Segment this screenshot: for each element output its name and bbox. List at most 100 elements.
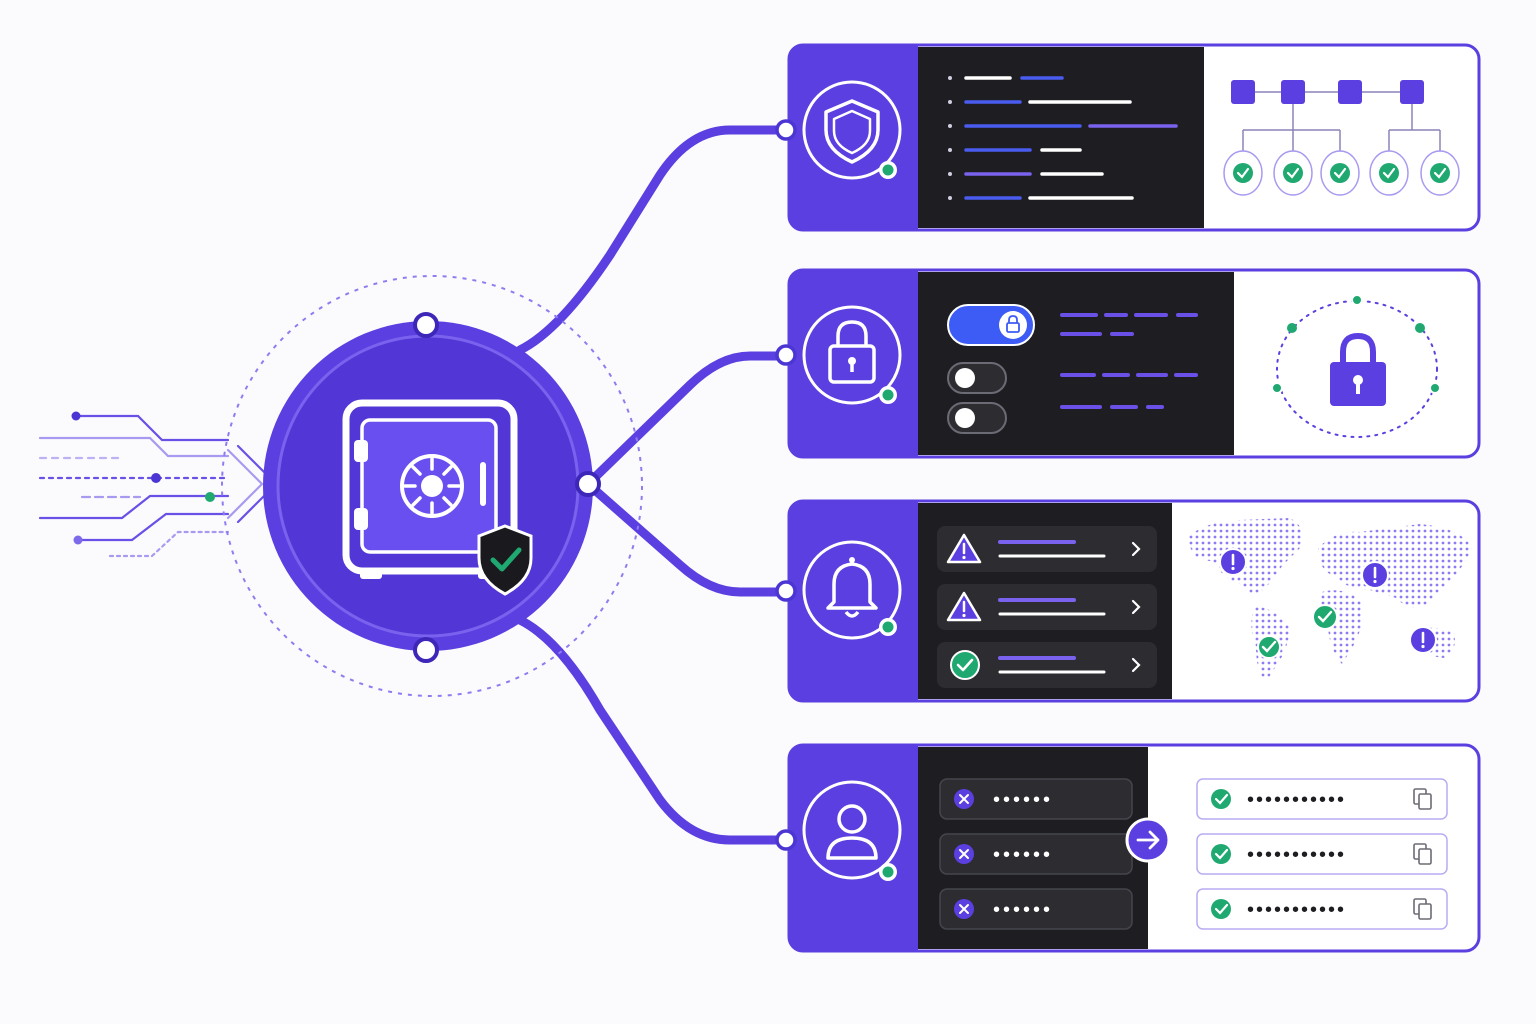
bell-icon xyxy=(826,557,878,618)
input-data-streams xyxy=(38,414,278,558)
masked-value: •••••• xyxy=(993,899,1053,921)
icon-ring xyxy=(802,780,902,880)
alert-row[interactable] xyxy=(937,584,1157,630)
check-circle-icon xyxy=(950,650,980,680)
toggle-off[interactable] xyxy=(947,402,1007,434)
tree-node xyxy=(1338,80,1362,104)
check-circle-icon xyxy=(1211,789,1231,809)
stream-line xyxy=(76,414,230,442)
masked-secret-field[interactable]: •••••• xyxy=(939,888,1133,930)
secured-lock-diagram xyxy=(1271,294,1441,438)
vaulted-secret-field[interactable]: ••••••••••• xyxy=(1196,778,1448,820)
card-icon-panel xyxy=(789,501,918,701)
shield-icon xyxy=(824,99,880,164)
hub-node-bottom xyxy=(413,637,439,663)
hub-node-right xyxy=(575,471,601,497)
warning-triangle-icon xyxy=(946,533,982,564)
copy-icon[interactable] xyxy=(1413,898,1432,920)
copy-icon[interactable] xyxy=(1413,788,1432,810)
masked-value: •••••• xyxy=(993,789,1053,811)
warning-triangle-icon xyxy=(946,591,982,622)
vaulted-secret-field[interactable]: ••••••••••• xyxy=(1196,888,1448,930)
connector-alerts xyxy=(583,479,789,597)
chevron-right-icon xyxy=(1131,657,1141,673)
status-dot xyxy=(882,866,894,878)
check-circle-icon xyxy=(1211,899,1231,919)
shield-check-icon xyxy=(477,524,533,596)
vaulted-secret-field[interactable]: ••••••••••• xyxy=(1196,833,1448,875)
icon-ring xyxy=(802,540,902,640)
card-policy[interactable] xyxy=(775,43,1481,232)
stream-chevron xyxy=(226,448,264,520)
toggle-on[interactable] xyxy=(947,304,1035,346)
status-dot xyxy=(882,389,894,401)
user-icon xyxy=(826,804,878,860)
card-access[interactable] xyxy=(775,268,1481,459)
map-eurasia xyxy=(1318,524,1472,608)
tree-node xyxy=(1281,80,1305,104)
stream-dot xyxy=(71,411,81,421)
card-port xyxy=(775,119,797,141)
card-dark-panel xyxy=(918,47,1204,228)
icon-ring xyxy=(802,305,902,405)
vault-safe-icon xyxy=(342,399,518,579)
threat-world-map xyxy=(1186,518,1472,682)
status-dot xyxy=(882,164,894,176)
check-node xyxy=(1369,150,1409,196)
lock-icon xyxy=(828,320,876,384)
hub-orbit-ring xyxy=(221,275,643,697)
code-lines xyxy=(948,76,1178,200)
vaulted-value: ••••••••••• xyxy=(1247,899,1346,921)
card-port xyxy=(775,829,797,851)
chevron-right-icon xyxy=(1131,599,1141,615)
connector-identity xyxy=(515,615,789,845)
close-icon[interactable] xyxy=(954,899,974,919)
copy-icon[interactable] xyxy=(1413,843,1432,865)
stream-line xyxy=(108,530,230,558)
stream-line xyxy=(78,512,230,542)
masked-value: •••••• xyxy=(993,844,1053,866)
icon-ring xyxy=(802,80,902,180)
stream-dot xyxy=(73,535,83,545)
setting-text-lines xyxy=(1060,313,1198,409)
card-port xyxy=(775,344,797,366)
check-circle-icon xyxy=(1211,844,1231,864)
alert-row[interactable] xyxy=(937,526,1157,572)
card-alerts[interactable] xyxy=(775,499,1481,703)
hub-node-top xyxy=(413,312,439,338)
close-icon[interactable] xyxy=(954,789,974,809)
connector-policy xyxy=(515,125,789,355)
check-node xyxy=(1273,150,1313,196)
map-marker-alert[interactable] xyxy=(1409,626,1437,654)
tree-node xyxy=(1400,80,1424,104)
connectors xyxy=(515,125,789,845)
masked-secret-field[interactable]: •••••• xyxy=(939,778,1133,820)
status-dot xyxy=(882,621,894,633)
padlock-icon xyxy=(1330,332,1386,406)
chevron-right-icon xyxy=(1131,541,1141,557)
vault-hub[interactable] xyxy=(221,275,643,697)
masked-secret-field[interactable]: •••••• xyxy=(939,833,1133,875)
check-node xyxy=(1320,150,1360,196)
small-lock-icon xyxy=(1006,315,1020,333)
vaulted-value: ••••••••••• xyxy=(1247,789,1346,811)
check-node xyxy=(1223,150,1263,196)
map-marker-success[interactable] xyxy=(1312,604,1338,630)
check-node xyxy=(1420,150,1460,196)
arrow-right-icon[interactable] xyxy=(1125,817,1171,863)
connector-access xyxy=(583,351,789,489)
tree-node xyxy=(1231,80,1255,104)
toggle-off[interactable] xyxy=(947,362,1007,394)
map-marker-alert[interactable] xyxy=(1219,548,1247,576)
stream-line xyxy=(38,436,230,458)
policy-tree xyxy=(1223,80,1460,196)
alert-row[interactable] xyxy=(937,642,1157,688)
card-identity[interactable]: •••••• •••••• •••••• xyxy=(775,743,1481,953)
map-marker-alert[interactable] xyxy=(1361,561,1389,589)
vaulted-value: ••••••••••• xyxy=(1247,844,1346,866)
stream-dot xyxy=(205,492,215,502)
close-icon[interactable] xyxy=(954,844,974,864)
stream-line xyxy=(38,494,230,520)
map-marker-success[interactable] xyxy=(1257,635,1281,659)
